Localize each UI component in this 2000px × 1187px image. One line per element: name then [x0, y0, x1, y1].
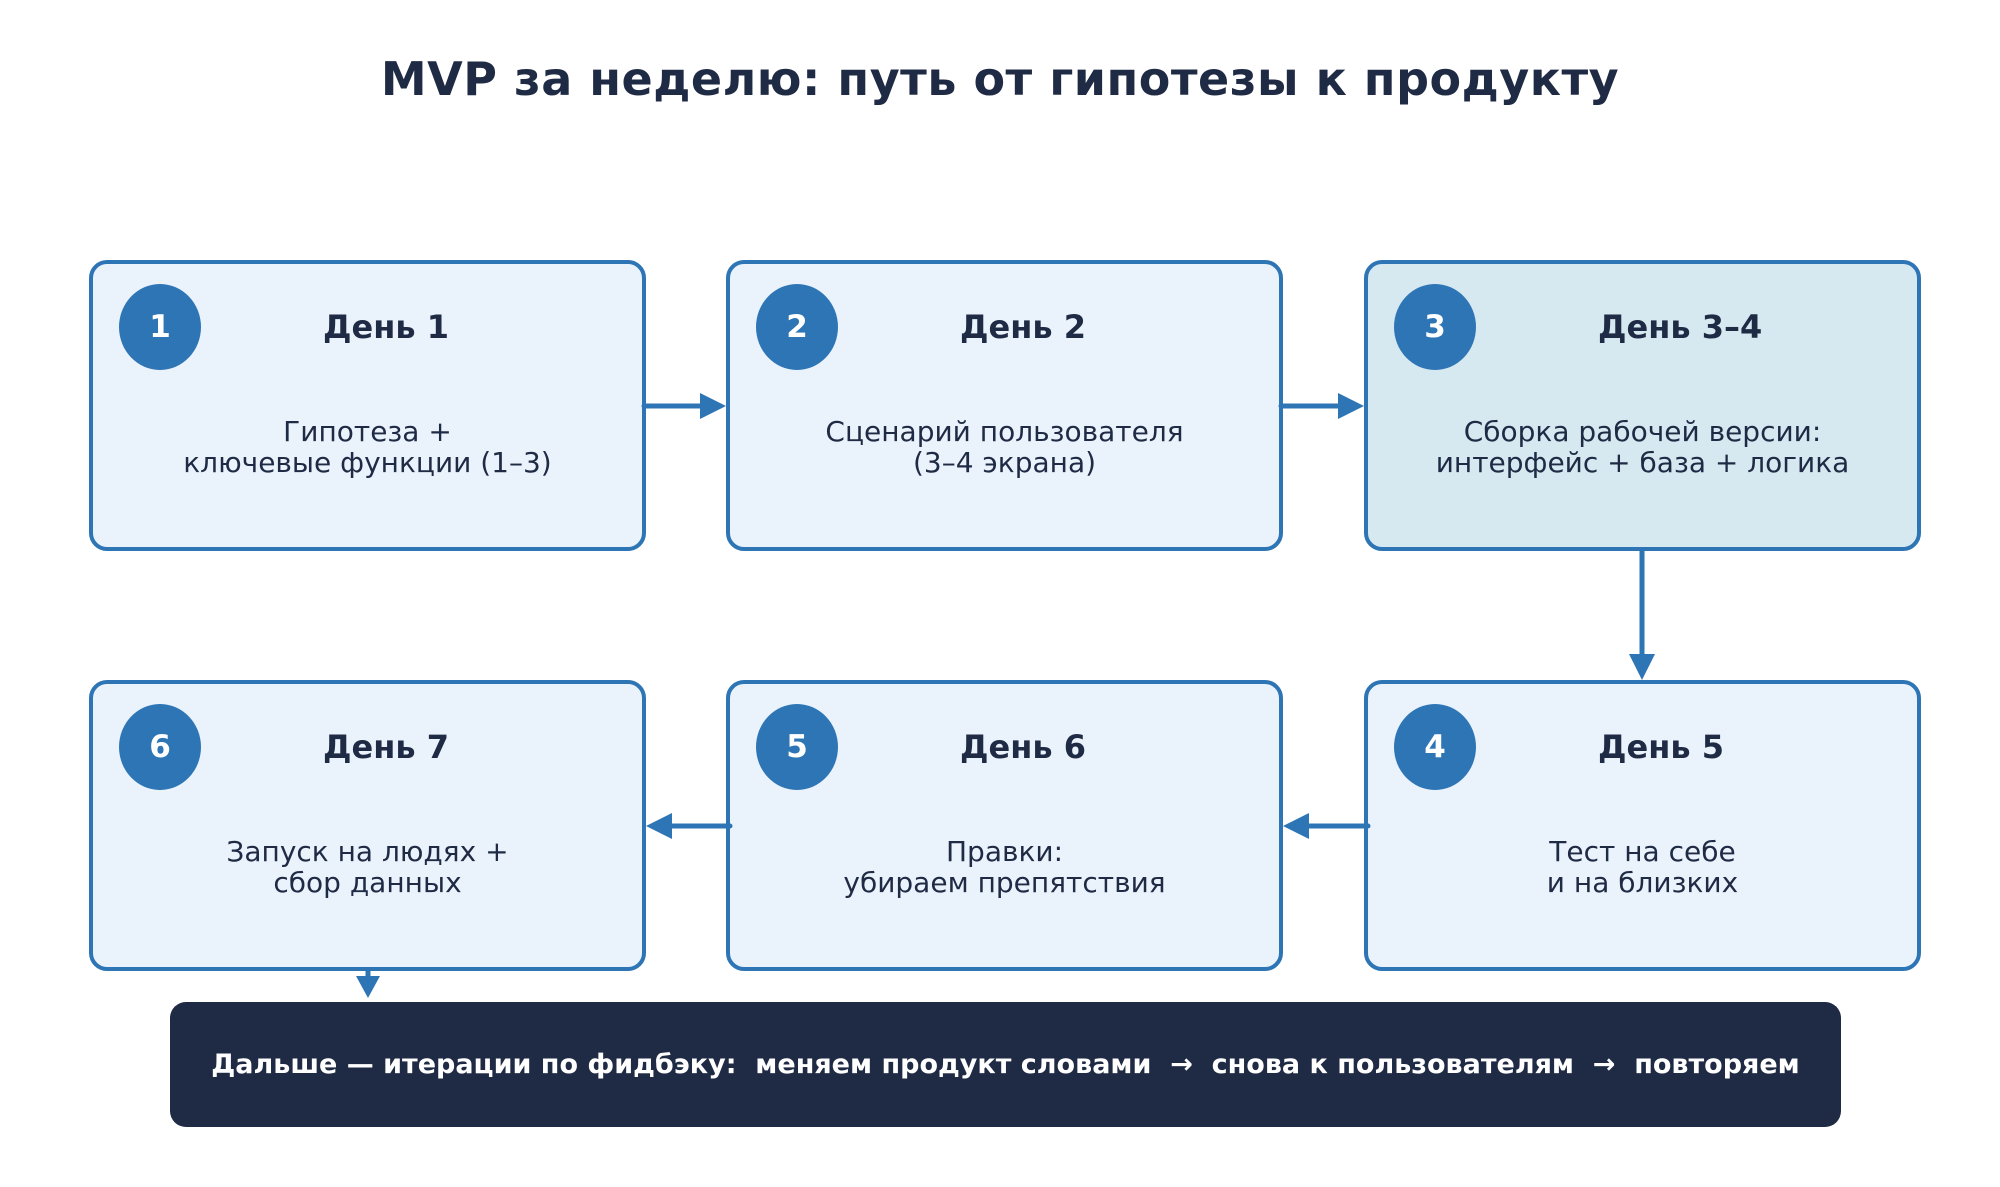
step-day-label: День 5: [1598, 728, 1724, 766]
step-number-badge: 6: [119, 704, 201, 790]
step-box-5: 5 День 6 Правки: убираем препятствия: [726, 680, 1283, 971]
arrow-left-icon: [1283, 813, 1371, 839]
step-box-1: 1 День 1 Гипотеза + ключевые функции (1–…: [89, 260, 646, 551]
step-day-label: День 7: [323, 728, 449, 766]
step-description-line: Правки:: [945, 835, 1064, 868]
step-number-badge: 5: [756, 704, 838, 790]
step-description-line: сбор данных: [273, 866, 462, 899]
step-description-line: убираем препятствия: [843, 866, 1166, 899]
step-box-3: 3 День 3–4 Сборка рабочей версии: интерф…: [1364, 260, 1921, 551]
step-box-4: 4 День 5 Тест на себе и на близких: [1364, 680, 1921, 971]
step-description: Сценарий пользователя (3–4 экрана): [730, 416, 1279, 478]
step-description-line: Сборка рабочей версии:: [1463, 415, 1822, 448]
step-description: Правки: убираем препятствия: [730, 836, 1279, 898]
arrow-down-icon: [356, 967, 380, 998]
step-description-line: Гипотеза +: [283, 415, 452, 448]
step-number-badge: 1: [119, 284, 201, 370]
page-title: MVP за неделю: путь от гипотезы к продук…: [380, 52, 1620, 106]
arrow-right-icon: [641, 393, 726, 419]
step-description-line: Запуск на людях +: [226, 835, 509, 868]
step-day-label: День 6: [960, 728, 1086, 766]
step-description: Сборка рабочей версии: интерфейс + база …: [1368, 416, 1917, 478]
arrow-right-icon: [1278, 393, 1364, 419]
step-day-label: День 3–4: [1598, 308, 1763, 346]
step-number-badge: 4: [1394, 704, 1476, 790]
step-description-line: Тест на себе: [1549, 835, 1736, 868]
step-description-line: интерфейс + база + логика: [1435, 446, 1850, 479]
step-description-line: Сценарий пользователя: [825, 415, 1184, 448]
step-day-label: День 2: [960, 308, 1086, 346]
step-number-badge: 3: [1394, 284, 1476, 370]
step-description: Запуск на людях + сбор данных: [93, 836, 642, 898]
arrow-left-icon: [646, 813, 733, 839]
step-description: Гипотеза + ключевые функции (1–3): [93, 416, 642, 478]
step-description-line: ключевые функции (1–3): [183, 446, 552, 479]
arrow-down-icon: [1629, 548, 1655, 680]
step-box-2: 2 День 2 Сценарий пользователя (3–4 экра…: [726, 260, 1283, 551]
step-day-label: День 1: [323, 308, 449, 346]
step-description-line: и на близких: [1546, 866, 1739, 899]
feedback-banner: Дальше — итерации по фидбэку: меняем про…: [170, 1002, 1841, 1127]
step-number-badge: 2: [756, 284, 838, 370]
step-box-6: 6 День 7 Запуск на людях + сбор данных: [89, 680, 646, 971]
step-description: Тест на себе и на близких: [1368, 836, 1917, 898]
step-description-line: (3–4 экрана): [912, 446, 1097, 479]
